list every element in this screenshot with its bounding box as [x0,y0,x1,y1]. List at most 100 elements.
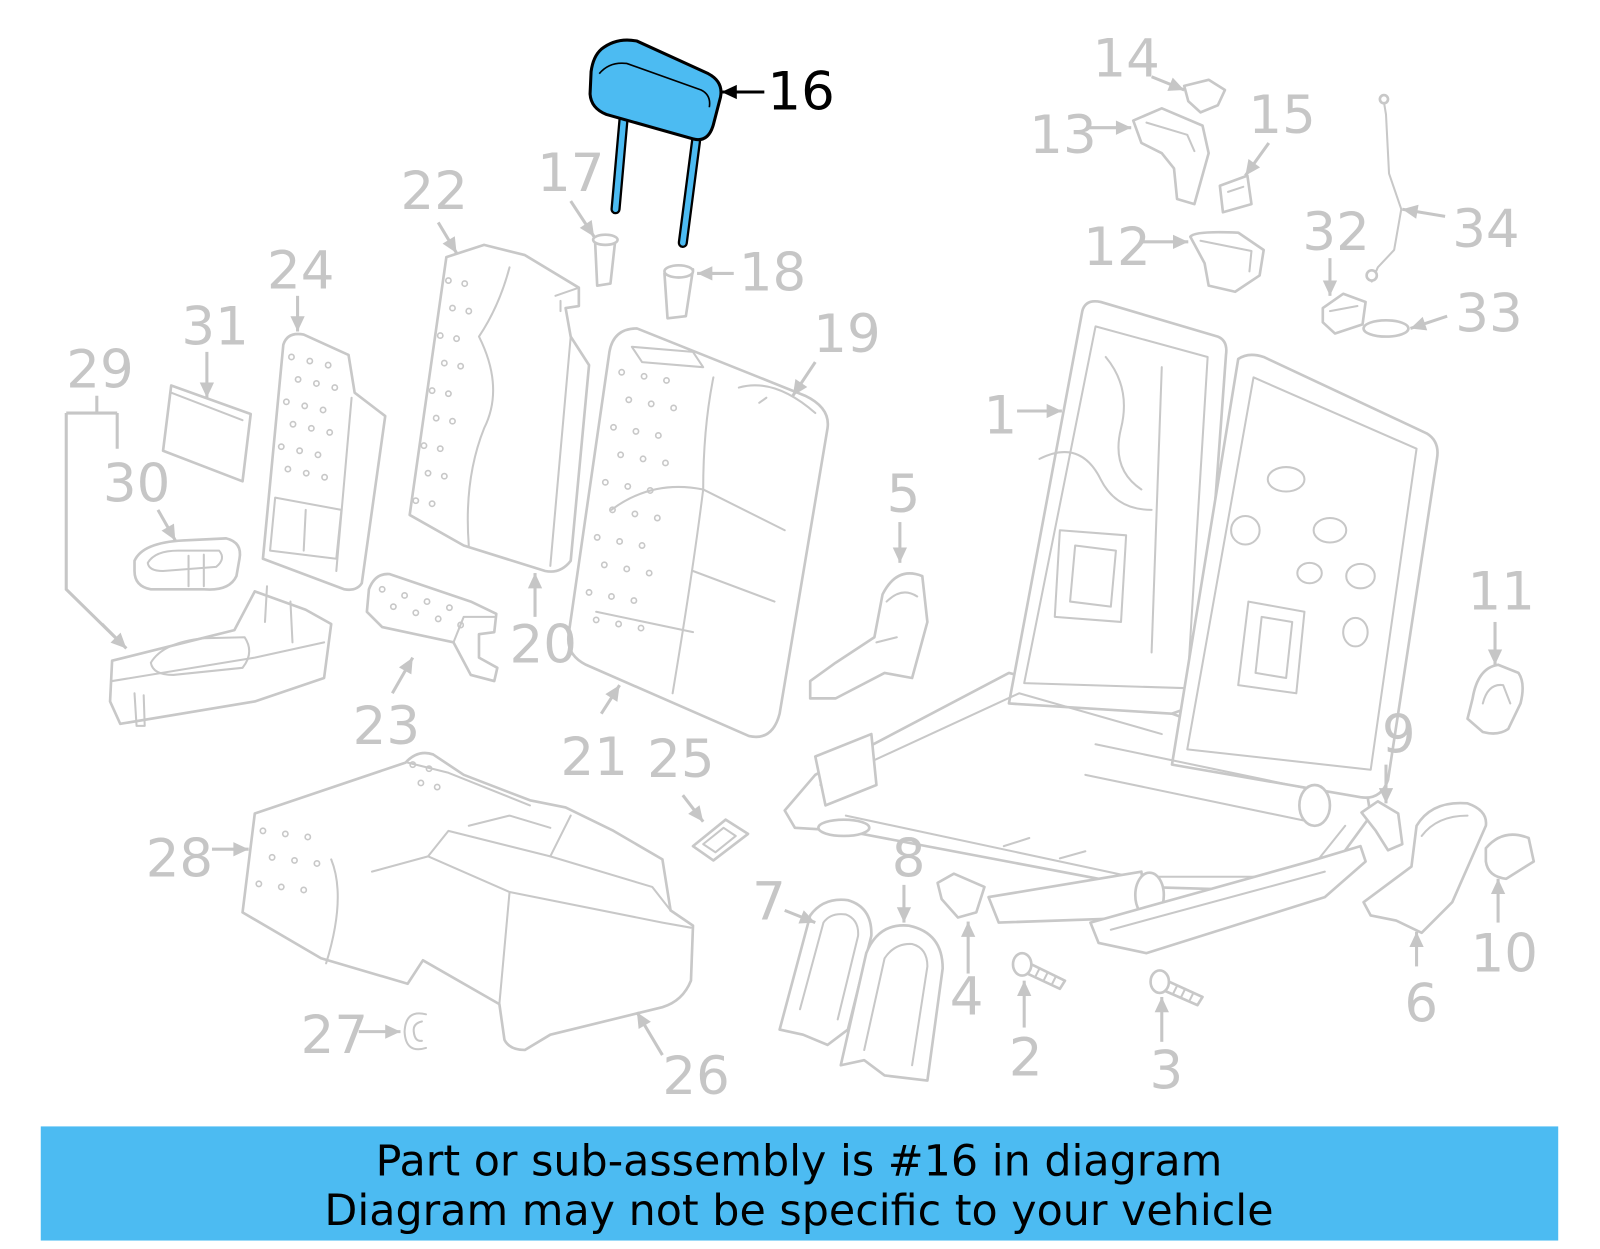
seatback-pad-part-22-shape [466,266,511,547]
perforation-dot [618,368,626,376]
perforation-dot [282,398,290,406]
clip-part-25-shape [691,818,750,862]
callout-11: 11 [1468,562,1535,623]
seat-frame-part-1-shape [1109,870,1326,931]
cable-part-34-shape [1370,101,1403,283]
arrowhead [688,805,704,822]
callout-20: 20 [510,615,577,676]
perforation-dot [436,445,444,453]
perforation-dot [615,620,623,628]
arrowhead [1167,77,1185,91]
seat-frame-part-1-shape [844,814,1347,878]
perforation-dot [287,353,295,361]
clip-part-14-shape [1182,78,1227,114]
perforation-dot [624,482,632,490]
c-clip-part-27-shape [412,1020,423,1042]
perforation-dot [631,510,639,518]
perforation-dot [465,307,473,315]
callout-labels: 16 14 13 15 12 32 34 33 22 17 18 24 31 2… [66,29,1538,1107]
perforation-dot [608,593,615,600]
perforation-dot [647,400,655,408]
seatback-pad-part-22-shape [554,286,580,313]
perforation-dot [436,332,444,340]
trim-part-5 [808,572,929,700]
callout-17: 17 [537,143,604,204]
bezel-part-33 [1362,318,1410,338]
banner-background [40,1126,1559,1241]
hinge-cover-part-8-shape [863,942,929,1067]
latch-part-12-shape [1188,230,1266,294]
seat-frame-part-1-shape [1186,376,1418,771]
headrest-post-left-fill [612,114,627,213]
perforation-dot [632,427,640,435]
callout-34: 34 [1452,199,1519,260]
leader-29-bracket [64,395,124,646]
headrest-cushion [588,38,723,142]
perforation-dot [645,569,653,577]
seatback-panel-part-24-shape [261,332,387,592]
pad-part-23-shape [365,572,499,683]
headrest-part-16[interactable] [588,38,723,248]
perforation-dot [304,833,312,841]
callout-21: 21 [561,727,628,788]
seat-frame-part-1-shape [1230,514,1261,546]
cap-part-11-shape [1481,683,1512,705]
arrowhead [579,220,595,237]
perforation-dot [296,447,304,455]
seatback-panel-part-24-shape [335,396,353,573]
perforation-dot [284,465,292,473]
hinge-cover-part-7-shape [798,913,860,1021]
seatback-cover-part-19-shape [595,486,705,634]
perforation-dot [301,402,309,410]
clip-part-4 [936,872,986,919]
seat-frame-part-1-shape [1094,743,1316,792]
perforation-dot [593,533,601,541]
perforation-dot [440,359,448,367]
callout-24: 24 [267,241,334,302]
callout-12: 12 [1083,217,1150,278]
seat-frame-part-1 [783,300,1439,955]
arrowhead [398,657,413,675]
arrowhead [1490,878,1506,895]
perforation-dot [654,431,662,439]
seat-frame-part-1-shape [1002,836,1087,860]
seat-frame-part-1-shape [1038,451,1153,511]
bracket-part-13-shape [1145,121,1196,153]
perforation-dot [440,472,448,480]
perforation-dot [444,390,452,398]
perforation-dot [646,487,654,494]
clip-part-25-shape [702,826,737,854]
perforation-dot [616,537,624,545]
bolt-part-2 [1011,951,1067,991]
arrowhead [1402,204,1419,219]
perforation-dot [412,497,420,505]
hinge-cover-part-8 [839,924,944,1082]
arrowhead [385,1024,401,1039]
perforation-dot [312,380,320,387]
leader-lines [64,75,1506,1056]
seat-frame-part-1-shape [1312,516,1348,544]
clip-part-4-shape [936,872,986,919]
perforation-dot [630,597,638,605]
seat-frame-part-1-shape [1069,544,1117,608]
perforation-dot [453,335,461,343]
perforation-dot [428,500,436,508]
callout-6: 6 [1404,973,1438,1034]
cup-holder-part-30-shape [146,549,224,573]
perforation-dot [423,598,431,606]
bolt-part-2-shape [1034,967,1057,986]
seat-frame-part-1-shape [1007,300,1228,715]
bracket-part-13 [1131,106,1210,206]
callout-28: 28 [146,829,213,890]
perforation-dot [420,442,428,450]
arrowhead [605,685,620,702]
perforation-dot [389,603,397,611]
cap-part-11-shape [1466,663,1524,735]
seat-frame-part-1-shape [1342,616,1369,648]
perforation-dot [412,609,420,617]
bezel-part-33-shape [1362,318,1410,338]
guide-part-17 [591,233,619,287]
callout-23: 23 [353,696,420,757]
pad-part-31-shape [170,391,244,422]
armrest-part-29-shape [133,692,146,727]
